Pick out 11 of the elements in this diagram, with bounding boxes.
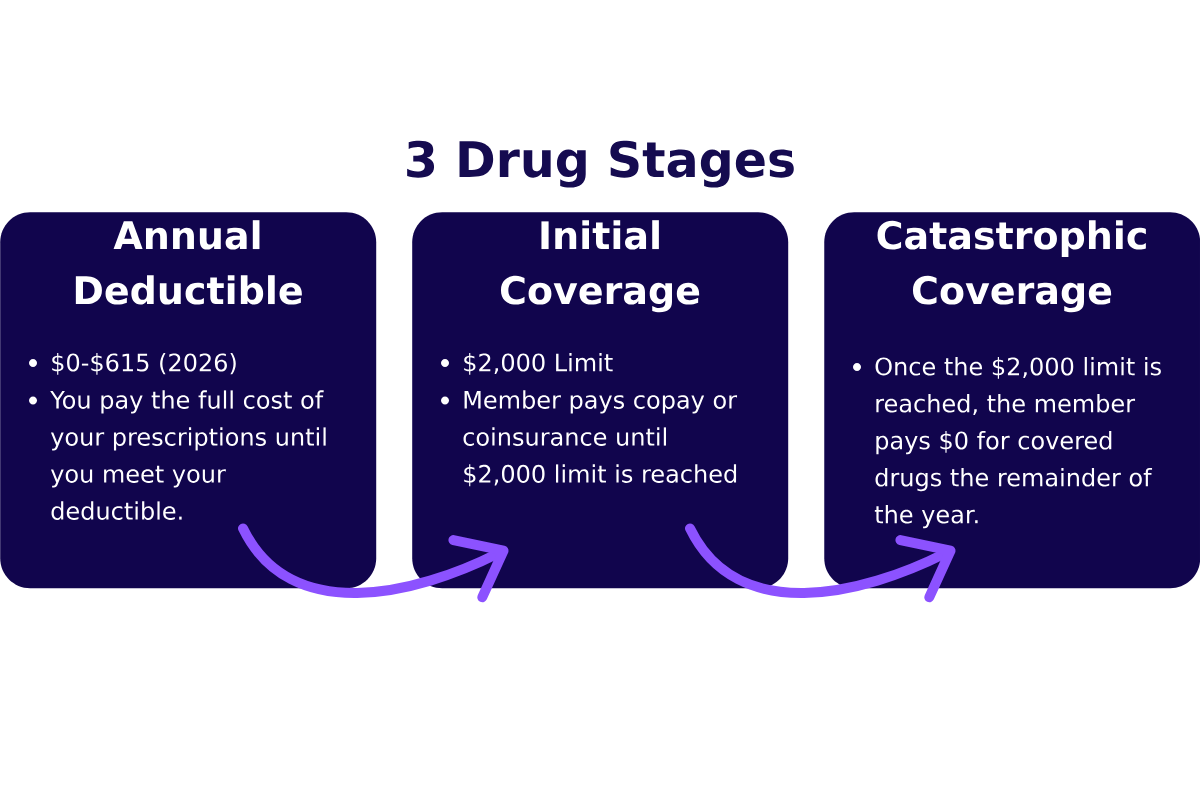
bullet-text: Once the $2,000 limit is reached, the member pays $0 for covered drugs the remainder of the year. xyxy=(874,356,1161,529)
card-heading: Initial Coverage xyxy=(500,220,700,313)
bullet-text: $2,000 Limit xyxy=(464,352,613,375)
curved-arrow xyxy=(685,523,956,603)
card-heading: Catastrophic Coverage xyxy=(877,220,1146,313)
bullet-text: $0-$615 (2026) xyxy=(52,352,236,375)
card-heading: Annual Deductible xyxy=(75,220,302,305)
title: 3 Drug Stages xyxy=(407,140,794,188)
bullet-text: You pay the full cost of your prescriptions until you meet your deductible. xyxy=(50,390,326,520)
bullet-text: Member pays copay or coinsurance until $2,000 limit is reached xyxy=(463,390,738,487)
curved-arrow xyxy=(238,523,509,603)
